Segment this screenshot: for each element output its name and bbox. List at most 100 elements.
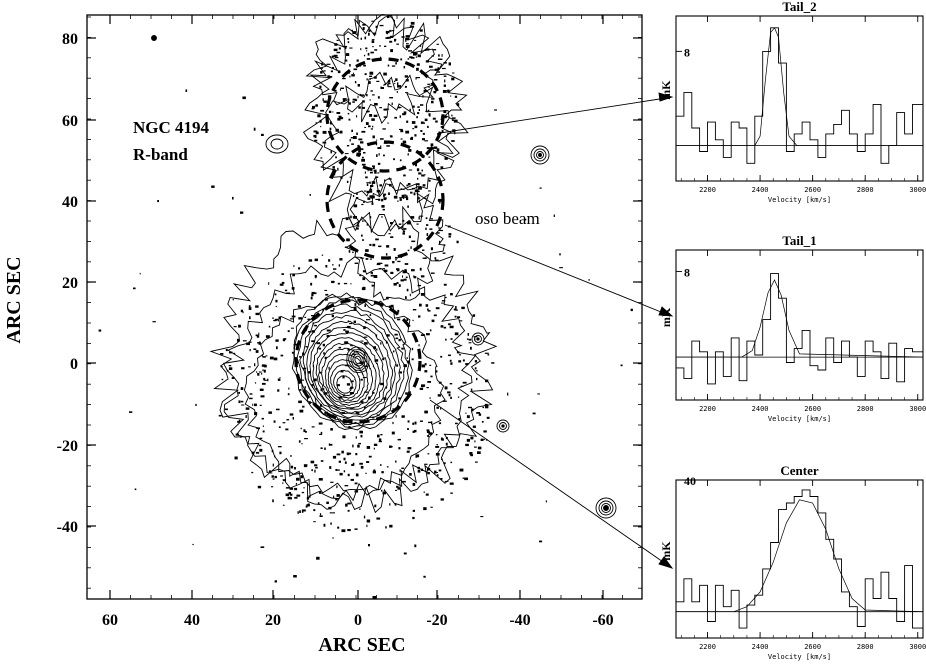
speckle-dot bbox=[330, 150, 332, 154]
speckle-dot bbox=[363, 515, 366, 519]
speckle-dot bbox=[424, 140, 428, 142]
speckle-dot bbox=[338, 460, 341, 463]
speckle-dot bbox=[383, 194, 385, 198]
speckle-dot bbox=[405, 37, 410, 41]
speckle-dot bbox=[426, 333, 430, 336]
speckle-dot bbox=[220, 353, 224, 355]
speckle-dot bbox=[444, 157, 448, 160]
speckle-dot bbox=[386, 334, 390, 337]
speckle-dot bbox=[382, 208, 385, 211]
speckle-dot bbox=[231, 377, 235, 379]
speckle-dot bbox=[428, 432, 433, 435]
speckle-dot bbox=[332, 455, 337, 459]
speckle-dot bbox=[442, 252, 446, 254]
speckle-dot bbox=[420, 334, 425, 336]
speckle-dot bbox=[294, 496, 298, 499]
speckle-dot bbox=[238, 324, 241, 328]
speckle-dot bbox=[485, 379, 489, 383]
beam-tail-2 bbox=[325, 57, 445, 173]
speckle-dot bbox=[418, 344, 420, 347]
speckle-dot bbox=[254, 382, 257, 384]
speckle-dot bbox=[344, 246, 348, 248]
speckle-dot bbox=[414, 125, 418, 129]
speckle-dot bbox=[314, 275, 317, 278]
speckle-dot bbox=[436, 406, 439, 409]
speckle-dot bbox=[385, 30, 390, 34]
speckle-dot bbox=[380, 86, 383, 89]
speckle-dot bbox=[390, 304, 394, 307]
speckle-dot bbox=[398, 447, 401, 450]
speckle-dot bbox=[453, 119, 458, 123]
speckle-dot bbox=[377, 172, 380, 174]
speckle-dot bbox=[268, 282, 270, 285]
speckle-dot bbox=[383, 154, 385, 157]
speckle-dot bbox=[317, 114, 321, 118]
speckle-dot bbox=[233, 352, 236, 355]
speckle-dot bbox=[262, 356, 266, 358]
main-ticks bbox=[87, 15, 642, 599]
speckle-dot bbox=[290, 497, 292, 500]
speckle-dot bbox=[279, 451, 282, 455]
speckle-dot bbox=[354, 303, 357, 306]
speckle-dot bbox=[376, 143, 378, 146]
speckle-dot bbox=[354, 81, 357, 84]
speckle-dot bbox=[335, 498, 338, 501]
speckle-dot bbox=[321, 62, 323, 66]
speckle-dot bbox=[408, 169, 413, 171]
speckle-dot bbox=[424, 197, 427, 199]
speckle-dot bbox=[396, 43, 399, 45]
speckle-dot bbox=[366, 519, 371, 523]
speckle-dot bbox=[367, 52, 370, 56]
speckle-dot bbox=[440, 355, 443, 358]
speckle-dot bbox=[425, 217, 428, 220]
speckle-dot bbox=[299, 356, 302, 358]
speckle-dot bbox=[448, 393, 451, 397]
speckle-dot bbox=[418, 315, 421, 318]
gaussian-fit bbox=[676, 499, 924, 613]
speckle-dot bbox=[401, 467, 405, 469]
speckle-dot bbox=[374, 171, 377, 174]
speckle-dot bbox=[384, 264, 389, 267]
speckle-dot bbox=[364, 406, 366, 409]
speckle-dot bbox=[407, 205, 409, 208]
speckle-dot bbox=[338, 346, 342, 349]
speckle-dot bbox=[240, 435, 242, 438]
speckle-dot bbox=[414, 189, 419, 192]
speckle-dot bbox=[98, 329, 102, 332]
speckle-dot bbox=[447, 89, 450, 93]
speckle-dot bbox=[259, 437, 263, 440]
speckle-dot bbox=[319, 433, 322, 435]
speckle-dot bbox=[311, 469, 313, 472]
speckle-dot bbox=[377, 434, 380, 438]
speckle-dot bbox=[394, 38, 396, 42]
speckle-dot bbox=[352, 251, 354, 254]
speckle-dot bbox=[394, 80, 396, 82]
speckle-dot bbox=[311, 293, 314, 297]
speckle-dot bbox=[310, 282, 313, 286]
speckle-dot bbox=[369, 114, 373, 117]
speckle-dot bbox=[258, 371, 262, 373]
speckle-dot bbox=[379, 107, 382, 109]
band-label: R-band bbox=[133, 145, 188, 164]
beam-label: oso beam bbox=[475, 209, 540, 228]
speckle-dot bbox=[370, 272, 373, 274]
speckle-dot bbox=[405, 392, 408, 395]
speckle-dot bbox=[430, 506, 433, 508]
speckle-dot bbox=[620, 364, 623, 367]
speckle-dot bbox=[301, 509, 306, 512]
speckle-dot bbox=[241, 367, 245, 370]
speckle-dot bbox=[396, 91, 398, 93]
speckle-dot bbox=[440, 126, 443, 128]
speckle-dot bbox=[347, 112, 350, 115]
speckle-dot bbox=[389, 35, 394, 38]
speckle-dot bbox=[324, 392, 328, 394]
speckle-dot bbox=[392, 261, 395, 264]
speckle-dot bbox=[412, 509, 415, 512]
speckle-dot bbox=[281, 273, 284, 275]
speckle-dot bbox=[444, 386, 448, 390]
speckle-dot bbox=[417, 54, 421, 58]
speckle-dot bbox=[327, 75, 330, 78]
speckle-dot bbox=[399, 115, 401, 118]
speckle-dot bbox=[375, 198, 380, 200]
